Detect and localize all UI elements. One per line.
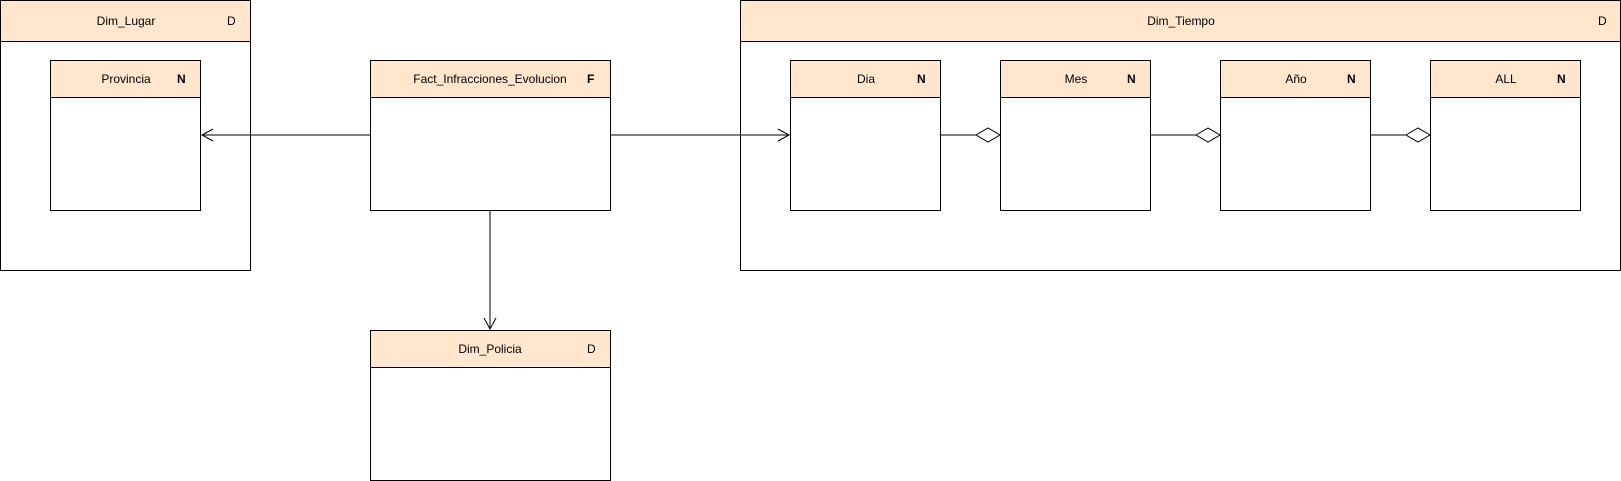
mes-title: Mes — [1064, 72, 1088, 86]
dim-policia-entity[interactable]: Dim_Policia D — [370, 330, 611, 481]
fact-title: Fact_Infracciones_Evolucion — [413, 72, 567, 86]
all-aggregation-diamond-icon — [1405, 127, 1431, 143]
mes-entity[interactable]: Mes N — [1000, 60, 1151, 211]
dim-lugar-title: Dim_Lugar — [96, 14, 156, 28]
dia-header: Dia N — [791, 61, 940, 98]
all-tag: N — [1557, 72, 1566, 86]
dia-arrowhead-icon — [777, 128, 791, 142]
anio-tag: N — [1347, 72, 1356, 86]
provincia-tag: N — [177, 72, 186, 86]
dim-tiempo-tag: D — [1598, 14, 1607, 28]
mes-aggregation-diamond-icon — [975, 127, 1001, 143]
dia-entity[interactable]: Dia N — [790, 60, 941, 211]
all-title: ALL — [1495, 72, 1517, 86]
policia-arrowhead-icon — [483, 317, 497, 331]
dim-lugar-tag: D — [227, 14, 236, 28]
dia-tag: N — [917, 72, 926, 86]
anio-entity[interactable]: Año N — [1220, 60, 1371, 211]
dim-policia-title: Dim_Policia — [458, 342, 522, 356]
anio-title: Año — [1285, 72, 1307, 86]
provincia-arrowhead-icon — [200, 128, 214, 142]
anio-aggregation-diamond-icon — [1195, 127, 1221, 143]
dim-policia-tag: D — [587, 342, 596, 356]
fact-tag: F — [587, 72, 595, 86]
dim-policia-header: Dim_Policia D — [371, 331, 610, 368]
dim-tiempo-header: Dim_Tiempo D — [741, 1, 1620, 42]
mes-header: Mes N — [1001, 61, 1150, 98]
anio-header: Año N — [1221, 61, 1370, 98]
dim-lugar-header: Dim_Lugar D — [1, 1, 250, 42]
dia-title: Dia — [856, 72, 876, 86]
provincia-title: Provincia — [101, 72, 151, 86]
provincia-header: Provincia N — [51, 61, 200, 98]
fact-entity[interactable]: Fact_Infracciones_Evolucion F — [370, 60, 611, 211]
all-header: ALL N — [1431, 61, 1580, 98]
dim-tiempo-title: Dim_Tiempo — [1147, 14, 1215, 28]
mes-tag: N — [1127, 72, 1136, 86]
fact-header: Fact_Infracciones_Evolucion F — [371, 61, 610, 98]
provincia-entity[interactable]: Provincia N — [50, 60, 201, 211]
all-entity[interactable]: ALL N — [1430, 60, 1581, 211]
